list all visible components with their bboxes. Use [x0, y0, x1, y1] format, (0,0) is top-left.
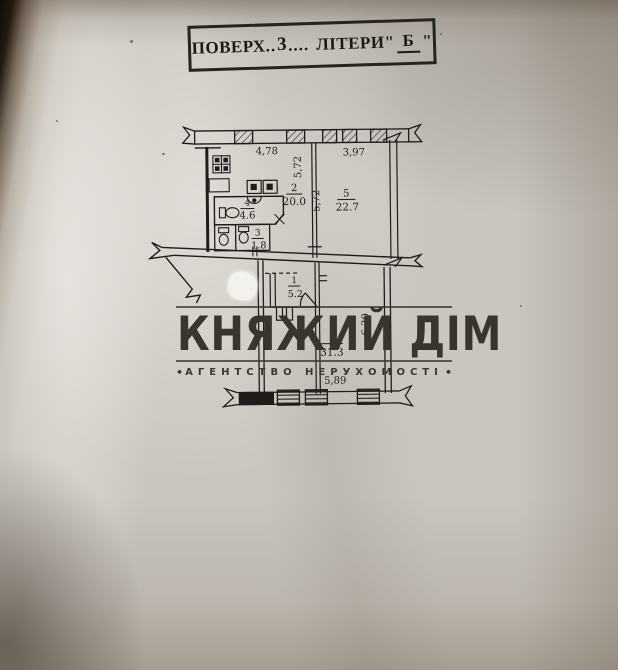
watermark-rule-bottom	[176, 360, 452, 362]
room-6-area: 31.3	[320, 347, 344, 359]
room-3-area: 1.8	[251, 240, 266, 251]
wall-break-mark	[147, 241, 174, 260]
paper-speck	[162, 153, 165, 155]
stamp-dots: ....	[287, 35, 310, 55]
wall-break-mark	[408, 123, 424, 143]
watermark-title: КНЯЖИЙ ДІМ	[177, 307, 503, 362]
kitchen-counter	[208, 178, 230, 193]
bullet-icon: •	[176, 366, 184, 379]
stove-icon	[212, 155, 231, 174]
room-5-number: 5	[343, 188, 349, 199]
lower-left-wall	[257, 260, 266, 395]
dim-right-vertical: 6,30	[361, 313, 372, 335]
stamp-letter-value: Б	[396, 30, 421, 54]
stamp-quote: "	[384, 32, 395, 52]
wall-break-mark	[165, 256, 202, 304]
dim-top-left: 4,78	[256, 146, 278, 157]
stamp-quote: "	[421, 31, 433, 51]
paper-speck	[440, 33, 442, 35]
wall-room2-room5	[307, 142, 322, 258]
stamp-floor-value: 3	[276, 33, 288, 56]
room-1-number: 1	[291, 276, 297, 286]
stamp-floor-label: ПОВЕРХ	[191, 36, 266, 58]
stamp-letter-label: ЛІТЕРИ	[315, 32, 385, 54]
wall-break-mark	[399, 384, 414, 407]
sink-icon	[246, 196, 262, 204]
bullet-icon: •	[444, 366, 452, 379]
door-leaf	[304, 292, 317, 307]
bottom-wall	[221, 384, 414, 408]
wall-break-mark	[181, 125, 195, 145]
door-swing-arc	[299, 292, 306, 307]
room-4-number: 4	[244, 198, 250, 208]
floor-letter-stamp: ПОВЕРХ .. 3 .... ЛІТЕРИ " Б "	[187, 18, 437, 72]
room-3-number: 3	[255, 228, 261, 238]
wall-break-mark	[221, 387, 238, 408]
paper-speck	[130, 40, 133, 43]
toilet-icon	[218, 207, 240, 219]
lower-right-wall	[383, 267, 392, 394]
room-1-area: 5.2	[288, 289, 303, 300]
paper-speck	[56, 120, 58, 122]
middle-wall	[147, 241, 425, 304]
bathroom-walls	[213, 195, 285, 226]
left-wall	[194, 146, 221, 252]
watermark-subtitle: • АГЕНТСТВО НЕРУХОМОСТІ •	[176, 366, 452, 379]
room-5-area: 22.7	[336, 201, 360, 213]
top-wall	[181, 123, 424, 145]
wall-break-mark	[409, 253, 425, 268]
dim-top-right: 3,97	[343, 147, 365, 158]
room-2-area: 20.0	[283, 196, 307, 208]
paper-speck	[520, 305, 522, 307]
wall-break-mark	[382, 131, 403, 143]
wall-room5-right	[382, 131, 404, 268]
dim-bottom: 5,89	[324, 376, 346, 387]
boiler-icons	[246, 179, 278, 195]
dim-mid-upper: 5,72	[293, 156, 304, 178]
room-4-area: 4.6	[239, 210, 255, 221]
watermark-subtitle-text: АГЕНТСТВО НЕРУХОМОСТІ	[185, 367, 443, 378]
room-2-number: 2	[291, 183, 297, 194]
stamp-dots: ..	[265, 36, 277, 56]
floor-plan: 4,78 3,97 5,72 5,72 6,30 5,89 2 20.0 5 2…	[147, 123, 425, 408]
dim-mid-lower: 5,72	[311, 190, 322, 212]
toilet-icon	[218, 225, 250, 246]
watermark-rule-top	[176, 306, 452, 308]
